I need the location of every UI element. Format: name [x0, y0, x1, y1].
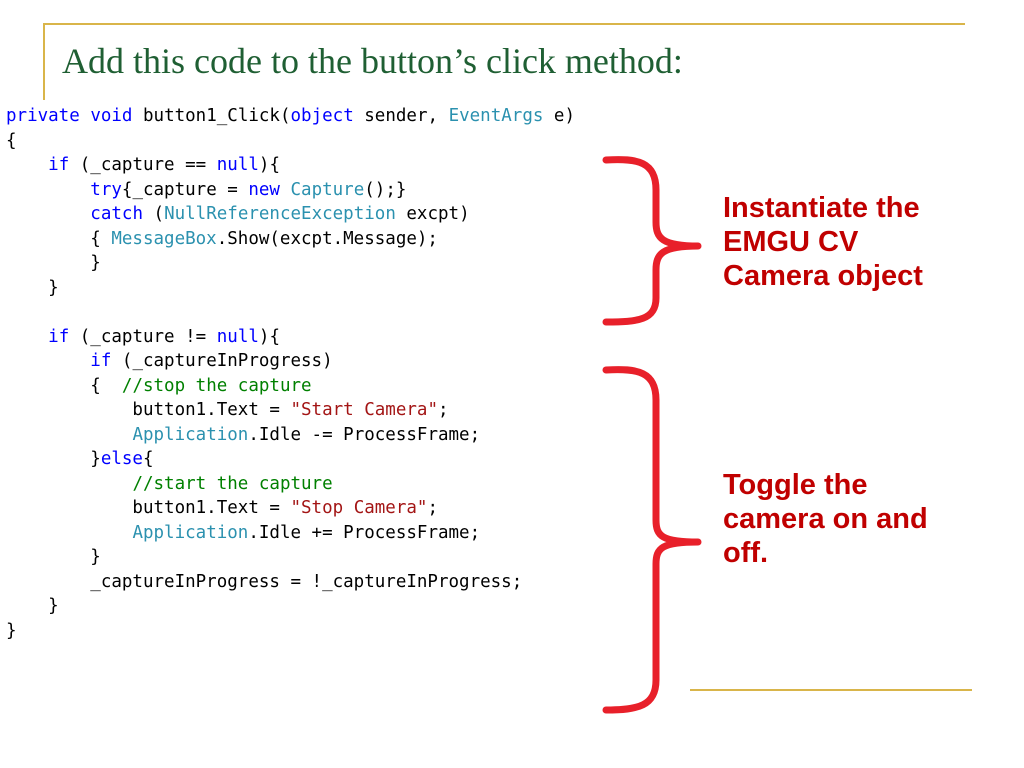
code-line: } [6, 619, 575, 644]
code-text: { [6, 130, 17, 151]
code-text: ; [438, 400, 449, 420]
code-text: (_captureInProgress) [111, 351, 333, 371]
code-line: //start the capture [6, 472, 575, 497]
code-keyword: object [290, 106, 354, 126]
annotation-toggle: Toggle the camera on and off. [723, 468, 928, 570]
code-line [6, 300, 575, 325]
code-line: } [6, 251, 575, 276]
code-text: {_capture = [121, 179, 249, 200]
code-text: button1.Text = [6, 498, 291, 518]
code-line: Application.Idle += ProcessFrame; [6, 521, 575, 546]
code-comment: //stop the capture [121, 375, 312, 396]
code-keyword: try [90, 179, 122, 200]
code-text: { [142, 449, 154, 469]
bottom-accent-rule [690, 689, 972, 691]
brace-instantiate [602, 156, 702, 326]
code-line: { [6, 129, 575, 154]
code-type: Capture [290, 179, 365, 200]
code-text: button1.Text = [6, 400, 291, 420]
code-text: .Idle += ProcessFrame; [248, 522, 481, 543]
code-text: _captureInProgress = !_captureInProgress… [6, 571, 523, 592]
code-text [6, 155, 48, 175]
code-text: ; [427, 498, 438, 518]
code-text: } [6, 253, 101, 273]
code-text: } [6, 547, 101, 567]
code-text: ();} [364, 179, 407, 200]
code-line: private void button1_Click(object sender… [6, 104, 575, 129]
code-keyword: if [48, 155, 70, 175]
code-text [6, 474, 132, 494]
top-accent-rule [43, 23, 965, 25]
code-line: { MessageBox.Show(excpt.Message); [6, 227, 575, 252]
code-line: { //stop the capture [6, 374, 575, 399]
annotation-instantiate-line: EMGU CV [723, 226, 859, 258]
code-text: { [6, 228, 112, 249]
code-text: .Idle -= ProcessFrame; [248, 424, 481, 445]
code-keyword: null [216, 155, 259, 175]
code-line: }else{ [6, 447, 575, 472]
code-type: MessageBox [111, 228, 217, 249]
code-text: e) [543, 106, 575, 126]
code-text: } [6, 449, 101, 469]
code-keyword: void [90, 106, 133, 126]
code-text: } [6, 277, 59, 298]
code-text [6, 523, 132, 543]
annotation-toggle-line: camera on and [723, 503, 928, 535]
code-text: (_capture != [69, 326, 217, 347]
annotation-instantiate-line: Camera object [723, 260, 923, 292]
code-text [80, 106, 91, 126]
code-line: catch (NullReferenceException excpt) [6, 202, 575, 227]
code-line: button1.Text = "Stop Camera"; [6, 496, 575, 521]
code-keyword: if [48, 326, 70, 347]
code-type: Application [132, 522, 249, 543]
slide-title: Add this code to the button’s click meth… [62, 41, 683, 81]
code-text: .Show(excpt.Message); [216, 228, 438, 249]
code-line: if (_capture == null){ [6, 153, 575, 178]
code-text [6, 351, 90, 371]
code-text [6, 204, 90, 224]
left-accent-rule [43, 23, 45, 100]
code-text: sender, [353, 106, 449, 126]
code-line: _captureInProgress = !_captureInProgress… [6, 570, 575, 595]
code-line: Application.Idle -= ProcessFrame; [6, 423, 575, 448]
code-line: } [6, 545, 575, 570]
brace-toggle [602, 366, 702, 714]
code-text: button1_Click( [132, 106, 291, 126]
code-keyword: private [6, 106, 80, 126]
code-text [6, 425, 132, 445]
code-text: { [6, 375, 122, 396]
code-text: } [6, 596, 59, 616]
code-line: try{_capture = new Capture();} [6, 178, 575, 203]
annotation-toggle-line: Toggle the [723, 469, 868, 501]
annotation-instantiate-line: Instantiate the [723, 192, 920, 224]
code-text [6, 180, 90, 200]
code-text [280, 180, 291, 200]
code-line: } [6, 594, 575, 619]
code-keyword: null [216, 326, 259, 347]
code-line: } [6, 276, 575, 301]
code-comment: //start the capture [132, 473, 333, 494]
code-text [6, 327, 48, 347]
code-line: button1.Text = "Start Camera"; [6, 398, 575, 423]
code-keyword: if [90, 351, 112, 371]
code-text: excpt) [395, 204, 470, 224]
code-string: "Start Camera" [290, 400, 438, 420]
code-type: Application [132, 424, 249, 445]
code-text: ( [142, 204, 165, 224]
code-text: } [6, 620, 17, 641]
annotation-instantiate: Instantiate the EMGU CV Camera object [723, 191, 923, 293]
code-text: ){ [258, 326, 280, 347]
code-type: NullReferenceException [164, 204, 396, 224]
code-keyword: new [248, 179, 280, 200]
code-block: private void button1_Click(object sender… [6, 104, 575, 643]
code-text: (_capture == [69, 155, 217, 175]
code-type: EventArgs [448, 106, 544, 126]
annotation-toggle-line: off. [723, 537, 769, 569]
code-text: ){ [258, 155, 280, 175]
code-line: if (_capture != null){ [6, 325, 575, 350]
code-line: if (_captureInProgress) [6, 349, 575, 374]
code-keyword: catch [90, 204, 143, 224]
code-keyword: else [100, 449, 143, 469]
code-string: "Stop Camera" [290, 498, 428, 518]
